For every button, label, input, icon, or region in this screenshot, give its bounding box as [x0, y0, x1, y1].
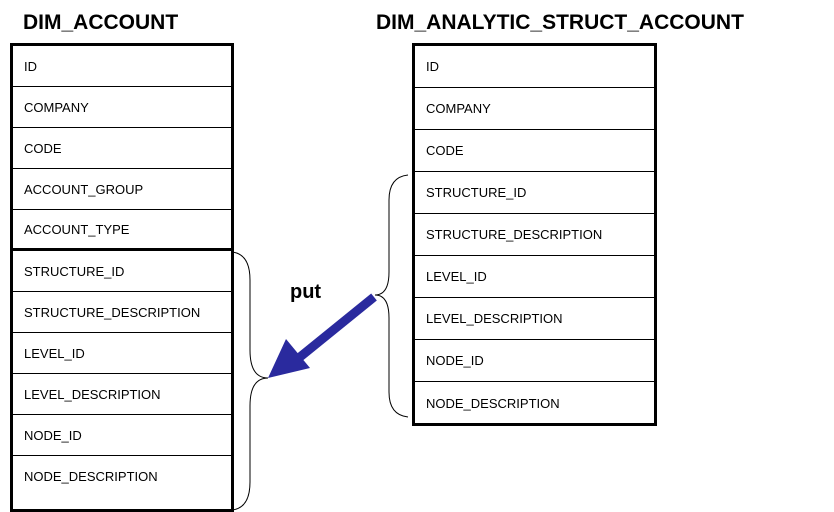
right-row-node-description: NODE_DESCRIPTION	[426, 395, 560, 411]
right-row-code: CODE	[415, 130, 654, 172]
dim-account-table: ID COMPANY CODE ACCOUNT_GROUP ACCOUNT_TY…	[10, 43, 234, 512]
left-row-code: CODE	[13, 128, 231, 169]
left-row-company: COMPANY	[13, 87, 231, 128]
left-row-id: ID	[13, 46, 231, 87]
left-row-account-group: ACCOUNT_GROUP	[13, 169, 231, 210]
left-row-account-type: ACCOUNT_TYPE	[13, 210, 231, 251]
right-table-title: DIM_ANALYTIC_STRUCT_ACCOUNT	[376, 11, 744, 34]
right-row-structure-description: STRUCTURE_DESCRIPTION	[415, 214, 654, 256]
right-row-level-id: LEVEL_ID	[415, 256, 654, 298]
right-row-node-id: NODE_ID	[415, 340, 654, 382]
left-row-structure-description: STRUCTURE_DESCRIPTION	[13, 292, 231, 333]
right-brace	[374, 174, 409, 418]
left-row-level-id: LEVEL_ID	[13, 333, 231, 374]
left-brace	[231, 251, 269, 511]
dim-analytic-struct-account-table: ID COMPANY CODE STRUCTURE_ID STRUCTURE_D…	[412, 43, 657, 426]
left-table-title: DIM_ACCOUNT	[23, 11, 179, 34]
put-label: put	[290, 281, 322, 303]
left-row-node-description: NODE_DESCRIPTION	[24, 469, 158, 484]
right-row-structure-id: STRUCTURE_ID	[415, 172, 654, 214]
left-row-structure-id: STRUCTURE_ID	[13, 251, 231, 292]
left-row-level-description: LEVEL_DESCRIPTION	[13, 374, 231, 415]
left-row-node-id: NODE_ID	[13, 415, 231, 456]
right-row-level-description: LEVEL_DESCRIPTION	[415, 298, 654, 340]
put-arrow	[268, 293, 377, 378]
right-row-id: ID	[415, 46, 654, 88]
right-row-company: COMPANY	[415, 88, 654, 130]
